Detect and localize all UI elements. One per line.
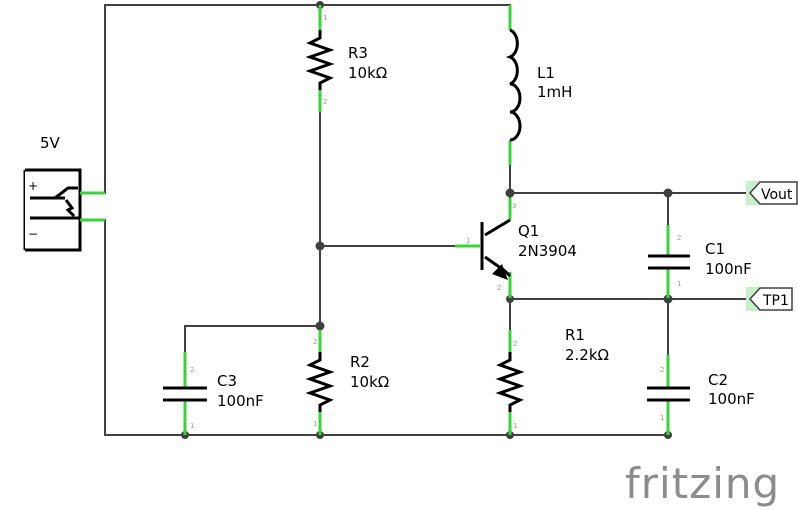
c2-value: 100nF (708, 390, 755, 408)
c2-name: C2 (708, 371, 728, 389)
r3-name: R3 (348, 44, 368, 62)
c1-name: C1 (705, 240, 725, 258)
inductor-l1[interactable]: L1 1mH (505, 5, 572, 165)
capacitor-c2[interactable]: 2 1 C2 100nF (647, 355, 755, 435)
fritzing-logo: fritzing (625, 459, 780, 508)
junction-dot (663, 294, 673, 304)
pin-number: 3 (512, 202, 516, 210)
junction-dot (506, 295, 514, 303)
r3-value: 10kΩ (348, 64, 387, 82)
r1-value: 2.2kΩ (565, 346, 609, 364)
pin-number: 2 (513, 340, 517, 348)
junction-dot (315, 321, 325, 331)
pin-number: 2 (677, 234, 681, 242)
pin-number: 1 (660, 414, 664, 422)
junction-dot (663, 188, 673, 198)
minus-sign: − (28, 227, 38, 241)
pin-number: 2 (660, 366, 664, 374)
pin-number: 1 (313, 420, 317, 428)
pin-number: 1 (323, 14, 327, 22)
plus-sign: + (28, 179, 38, 193)
port-tp1[interactable]: TP1 (746, 287, 793, 311)
c3-value: 100nF (217, 392, 264, 410)
c3-name: C3 (217, 372, 237, 390)
pin-number: 2 (313, 338, 317, 346)
transistor-q1[interactable]: 1 3 2 Q1 2N3904 (455, 198, 577, 298)
capacitor-c1[interactable]: 2 1 C1 100nF (648, 225, 752, 298)
pin-number: 1 (677, 280, 681, 288)
pin-number: 1 (466, 237, 470, 245)
l1-name: L1 (537, 64, 555, 82)
r2-name: R2 (350, 353, 370, 371)
l1-value: 1mH (537, 83, 572, 101)
pin-number: 1 (513, 422, 517, 430)
port-vout[interactable]: Vout (746, 181, 798, 205)
resistor-r2[interactable]: 2 1 R2 10kΩ (305, 330, 389, 435)
vout-label: Vout (761, 187, 793, 203)
source-label: 5V (40, 134, 61, 152)
q1-value: 2N3904 (518, 242, 577, 260)
pin-number: 2 (190, 366, 194, 374)
junction-dots (181, 1, 673, 439)
pin-number: 1 (190, 422, 194, 430)
pin-number: 2 (323, 98, 327, 106)
capacitor-c3[interactable]: 2 1 C3 100nF (163, 352, 264, 435)
pin-number: 2 (497, 284, 501, 292)
resistor-r3[interactable]: 1 2 R3 10kΩ (305, 5, 387, 112)
r1-name: R1 (565, 326, 585, 344)
c1-value: 100nF (705, 260, 752, 278)
junction-dot (315, 241, 325, 251)
r2-value: 10kΩ (350, 373, 389, 391)
tp1-label: TP1 (762, 293, 789, 309)
resistor-r1[interactable]: 2 1 R1 2.2kΩ (495, 326, 609, 435)
voltage-source-5v[interactable]: 5V + − (23, 134, 105, 252)
q1-name: Q1 (518, 222, 539, 240)
wires (104, 4, 751, 436)
junction-dot (505, 188, 515, 198)
